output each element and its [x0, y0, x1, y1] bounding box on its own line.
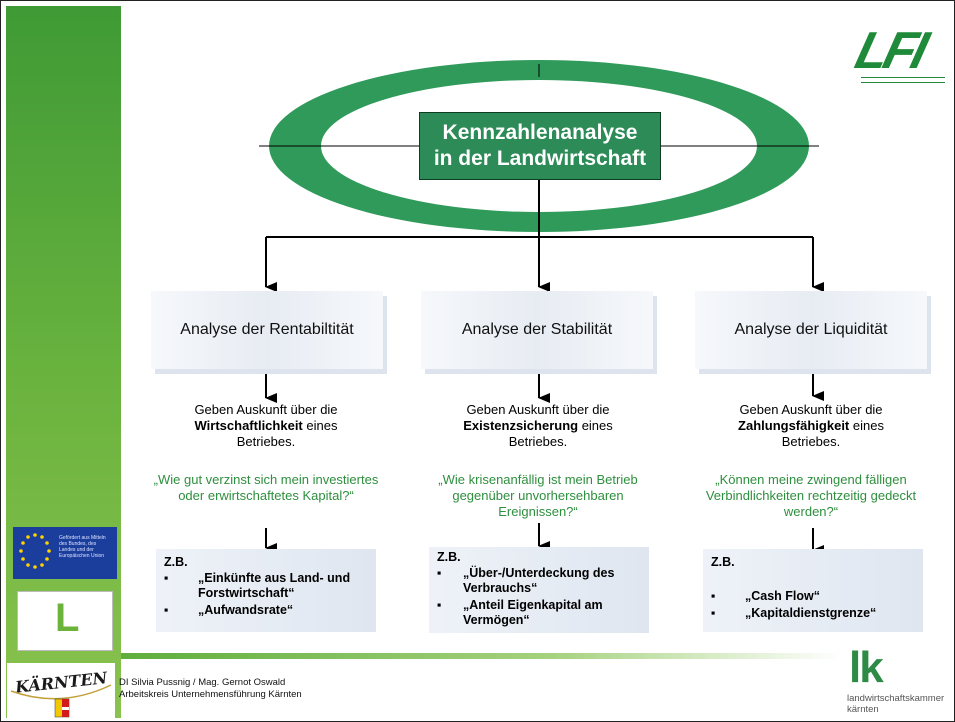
bullet: ▪ [164, 603, 169, 617]
desc-prefix: Geben Auskunft über die [739, 402, 883, 417]
example-item: ▪ „Kapitaldienstgrenze“ [711, 606, 915, 621]
example-list: ▪ „Einkünfte aus Land- und Forstwirtschaf… [164, 571, 368, 618]
l-programme-logo: L [17, 591, 113, 651]
footer-authors: DI Silvia Pussnig / Mag. Gernot Oswald [119, 677, 286, 688]
example-text: „Über-/Unterdeckung des Verbrauchs“ [463, 566, 615, 595]
lk-logo: lk landwirtschaftskammer kärnten [843, 643, 955, 719]
analysis-heading: Analyse der Liquidität [734, 321, 888, 338]
example-box-liquiditaet: Z.B. ▪ „Cash Flow“ ▪ „Kapitaldienstgrenze“ [703, 549, 923, 632]
analysis-description: Geben Auskunft über die Wirtschaftlichke… [166, 402, 366, 450]
example-item: ▪ „Cash Flow“ [711, 589, 915, 604]
title-line-1: Kennzahlenanalyse [442, 121, 638, 144]
desc-keyword: Wirtschaftlichkeit [194, 418, 303, 433]
example-text: „Anteil Eigenkapital am Vermögen“ [463, 598, 603, 627]
example-list: ▪ „Cash Flow“ ▪ „Kapitaldienstgrenze“ [711, 589, 915, 621]
analysis-box-stabilitaet: Analyse der Stabilität [421, 291, 653, 369]
desc-keyword: Existenzsicherung [463, 418, 579, 433]
eu-funding-text: Gefördert aus Mitteln des Bundes, des La… [59, 535, 106, 559]
l-mark: L [55, 596, 80, 640]
lk-caption-line1: landwirtschaftskammer [847, 693, 945, 704]
example-list: ▪ „Über-/Unterdeckung des Verbrauchs“ ▪ „A… [437, 566, 641, 628]
desc-suffix: eines Betriebes. [781, 418, 884, 449]
eu-funding-logo: Gefördert aus Mitteln des Bundes, des La… [13, 527, 117, 579]
example-item: ▪ „Einkünfte aus Land- und Forstwirtschaf… [164, 571, 368, 601]
bullet: ▪ [711, 589, 716, 603]
analysis-box-liquiditaet: Analyse der Liquidität [695, 291, 927, 369]
desc-prefix: Geben Auskunft über die [466, 402, 610, 417]
example-item: ▪ „Anteil Eigenkapital am Vermögen“ [437, 598, 641, 628]
footer-organisation: Arbeitskreis Unternehmensführung Kärnten [119, 689, 302, 700]
eu-stars-icon [19, 533, 51, 569]
footer-divider [121, 653, 841, 659]
example-label: Z.B. [437, 550, 461, 564]
example-item: ▪ „Aufwandsrate“ [164, 603, 368, 618]
example-text: „Einkünfte aus Land- und Forstwirtschaft… [198, 571, 351, 600]
desc-prefix: Geben Auskunft über die [194, 402, 338, 417]
kaernten-logo: KÄRNTEN [7, 663, 115, 719]
analysis-question: „Wie gut verzinst sich mein investiertes… [153, 472, 379, 503]
example-text: „Aufwandsrate“ [198, 603, 294, 617]
analysis-question: „Wie krisenanfällig ist mein Betrieb geg… [438, 472, 638, 519]
lfi-wordmark: LFI [849, 22, 931, 80]
bullet: ▪ [437, 566, 442, 580]
desc-suffix: eines Betriebes. [236, 418, 338, 449]
title-line-2: in der Landwirtschaft [433, 147, 647, 170]
example-label: Z.B. [711, 555, 735, 569]
bullet: ▪ [437, 598, 442, 612]
example-text: „Kapitaldienstgrenze“ [745, 606, 877, 620]
analysis-description: Geben Auskunft über die Zahlungsfähigkei… [711, 402, 911, 450]
desc-suffix: eines Betriebes. [508, 418, 613, 449]
desc-keyword: Zahlungsfähigkeit [738, 418, 850, 433]
analysis-box-rentabilitaet: Analyse der Rentabiltität [151, 291, 383, 369]
bullet: ▪ [711, 606, 716, 620]
lk-caption-line2: kärnten [847, 704, 879, 715]
example-box-stabilitaet: Z.B. ▪ „Über-/Unterdeckung des Verbrauchs… [429, 547, 649, 633]
lk-caption: landwirtschaftskammer kärnten [847, 693, 944, 715]
analysis-heading: Analyse der Rentabiltität [180, 321, 354, 338]
footer-credits: DI Silvia Pussnig / Mag. Gernot Oswald A… [119, 677, 302, 701]
analysis-heading: Analyse der Stabilität [461, 321, 613, 338]
analysis-description: Geben Auskunft über die Existenzsicherun… [438, 402, 638, 450]
bullet: ▪ [164, 571, 169, 585]
example-label: Z.B. [164, 555, 188, 569]
example-box-rentabilitaet: Z.B. ▪ „Einkünfte aus Land- und Forstwirt… [156, 549, 376, 632]
diagram-title-box: Kennzahlenanalyse in der Landwirtschaft [419, 112, 661, 180]
example-item: ▪ „Über-/Unterdeckung des Verbrauchs“ [437, 566, 641, 596]
kaernten-crest-icon [10, 684, 112, 718]
lk-mark: lk [849, 643, 884, 692]
lfi-underline [861, 77, 945, 83]
example-text: „Cash Flow“ [745, 589, 821, 603]
lfi-logo: LFI [850, 22, 949, 91]
analysis-question: „Können meine zwingend fälligen Verbindl… [705, 472, 917, 519]
